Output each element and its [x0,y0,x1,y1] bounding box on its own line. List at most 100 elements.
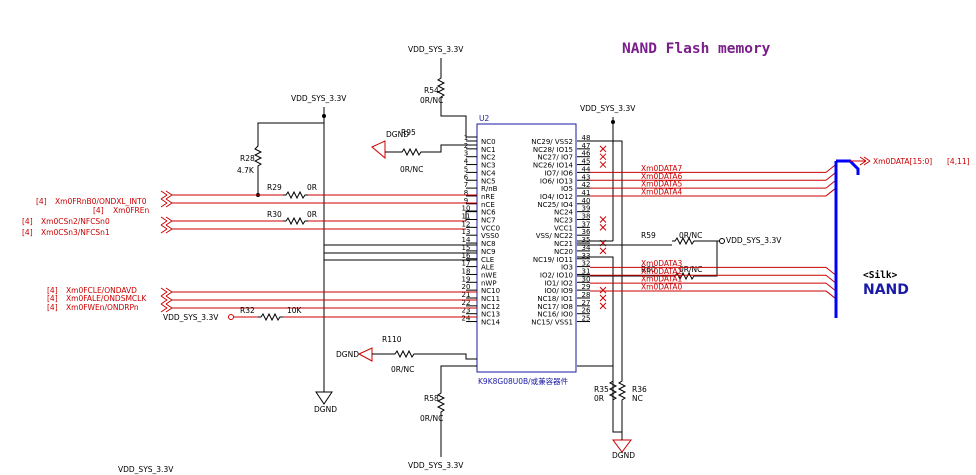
data-bus-ref: [4,11] [947,157,970,166]
pin-number: 31 [582,267,591,275]
pin-label: IO6/ IO13 [540,177,573,185]
pin-label: IO2/ IO10 [540,271,573,279]
no-connect-mark [599,223,607,231]
resistor-r35 [608,378,618,402]
pin-number: 9 [464,197,468,205]
pin-number: 27 [582,299,591,307]
chip-ref: U2 [479,114,489,123]
pin-number: 24 [462,315,471,323]
pin-label: NC29/ VSS2 [531,138,573,146]
r60-value: 0R/NC [679,265,702,274]
pin-number: 10 [462,205,471,213]
pin-label: NC12 [481,303,500,311]
pin-number: 28 [582,291,591,299]
r95-ref: R95 [401,128,416,137]
net-fale-ref: [4] [47,294,58,303]
pin-number: 37 [582,220,591,228]
pin-number: 36 [582,228,591,236]
pin-number: 38 [582,213,591,221]
resistor-r54 [436,76,446,100]
pin-number: 3 [464,150,468,158]
pin-number: 16 [462,252,471,260]
pin-number: 46 [582,150,591,158]
pin-number: 2 [464,142,468,150]
arrow-cs3 [160,224,173,234]
r36-ref: R36 [632,385,647,394]
pin-number: 17 [462,260,471,268]
r54-ref: R54 [424,86,439,95]
r35-value: 0R [594,394,604,403]
r58-value: 0R/NC [420,414,443,423]
ground-symbol-r95 [371,140,386,160]
pin-number: 34 [582,244,591,252]
bus-entry [825,267,837,276]
no-connect-mark [599,247,607,255]
pin-label: nWP [481,279,497,287]
pin-number: 20 [462,283,471,291]
pin-number: 6 [464,173,469,181]
pin-number: 4 [464,158,469,166]
data-bus-label: Xm0DATA[15:0] [873,157,932,166]
pin-label: NC19/ IO11 [533,256,573,264]
net-cs2-ref: [4] [22,217,33,226]
pin-number: 26 [582,307,591,315]
resistor-r30 [283,216,308,226]
pin-label: NC6 [481,209,496,217]
arrow-fwe [160,303,173,313]
net-fwe-ref: [4] [47,303,58,312]
pin-label: ALE [481,264,494,272]
ground-symbol-left [315,391,333,405]
pin-number: 13 [462,228,471,236]
data-net-label: Xm0DATA1 [641,275,683,284]
pin-number: 39 [582,205,591,213]
pin-number: 25 [582,315,591,323]
no-connect-mark [599,294,607,302]
resistor-r28 [253,143,263,168]
pin-number: 21 [462,291,471,299]
pin-label: CLE [481,256,494,264]
pin-label: NC26/ IO14 [533,162,574,170]
bus-entry [825,164,837,173]
r59-value: 0R/NC [679,231,702,240]
arrow-fcle [160,287,173,297]
pin-label: IO7/ IO6 [544,169,573,177]
data-net-label: Xm0DATA0 [641,282,683,291]
pin-label: IO0/ IO9 [544,287,573,295]
pin-label: VSS0 [481,232,499,240]
r28-value: 4.7K [237,166,255,175]
resistor-r32 [258,312,283,322]
bus-entry [825,274,837,284]
pin-number: 19 [462,275,471,283]
arrow-cs2 [160,216,173,226]
pin-number: 48 [582,134,591,142]
r29-ref: R29 [267,183,282,192]
pin-number: 43 [582,173,591,181]
resistor-r60 [672,271,697,281]
r36-value: NC [632,394,643,403]
r28-ref: R28 [240,154,255,163]
pin-number: 12 [462,220,471,228]
pin-label: nCE [481,201,495,209]
pin-label: NC18/ IO1 [537,295,573,303]
r95-value: 0R/NC [400,165,423,174]
pin-label: NC2 [481,154,496,162]
pin-label: VCC1 [554,224,573,232]
data-net-label: Xm0DATA3 [641,259,683,268]
pin-number: 47 [582,142,591,150]
dgnd-label-r110: DGND [336,350,359,359]
data-net-label: Xm0DATA2 [641,267,683,276]
pin-label: IO1/ IO2 [544,279,573,287]
pin-label: NC16/ IO0 [537,311,573,319]
pin-label: nRE [481,193,495,201]
vdd-label-bottom: VDD_SYS_3.3V [118,465,174,474]
pin-label: NC0 [481,138,496,146]
arrow-fren [160,198,173,208]
pin-number: 45 [582,158,591,166]
r30-value: 0R [307,210,317,219]
vdd-label-r58: VDD_SYS_3.3V [408,461,464,470]
pin-number: 41 [582,189,591,197]
pin-number: 14 [462,236,471,244]
pin-number: 15 [462,244,471,252]
